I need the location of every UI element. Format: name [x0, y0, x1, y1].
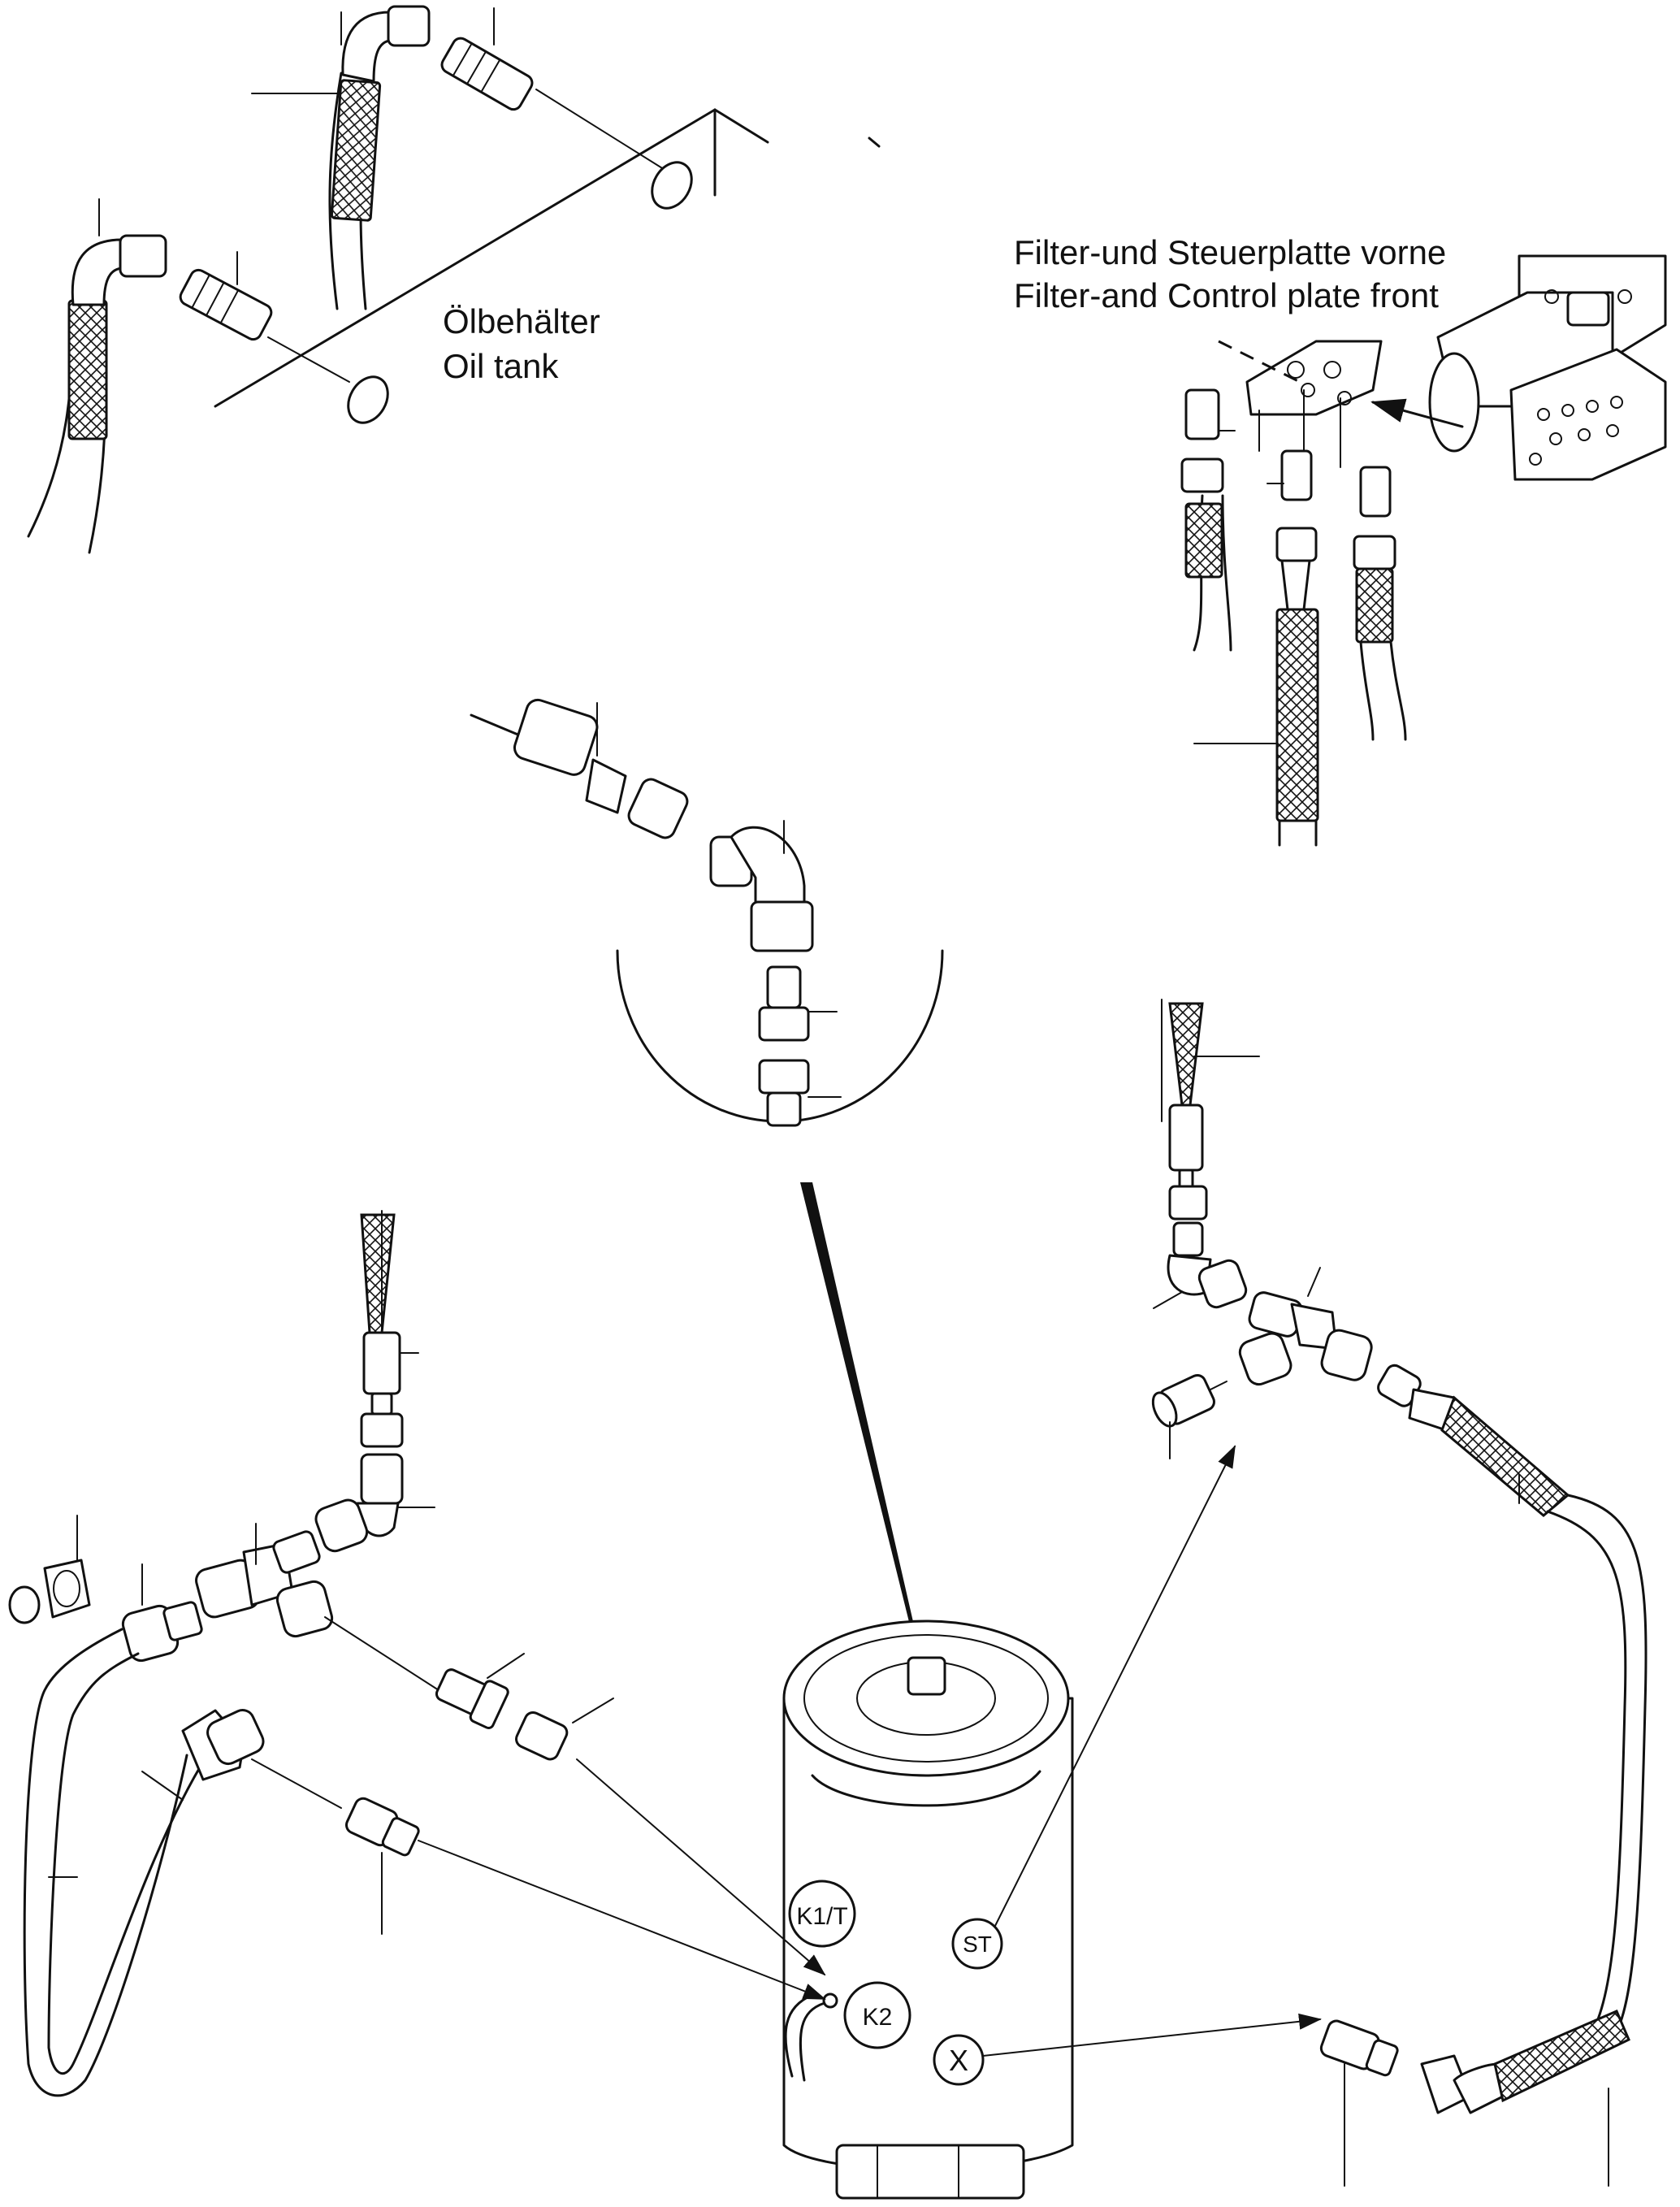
filter-housing [782, 1619, 1074, 2200]
port-k1t-label: K1/T [796, 1903, 847, 1930]
port-st-label: ST [963, 1932, 992, 1957]
port-x-circle [933, 2034, 985, 2086]
oil-tank-label-en: Oil tank [443, 347, 559, 385]
filter-plate-label-de: Filter-und Steuerplatte vorne [1014, 233, 1446, 271]
port-k2-circle [843, 1981, 911, 2049]
oil-tank-label-de: Ölbehälter [443, 302, 600, 340]
right-assembly [982, 999, 1648, 2187]
oil-tank-group [27, 5, 881, 554]
port-st-circle [951, 1918, 1003, 1970]
left-assembly [8, 1210, 826, 2097]
port-k1t-circle [788, 1880, 856, 1948]
port-x-label: X [949, 2044, 968, 2077]
center-detail [470, 698, 944, 1625]
port-k2-label: K2 [863, 2004, 893, 2031]
filter-control-plate [1180, 254, 1667, 847]
filter-plate-label-en: Filter-and Control plate front [1014, 276, 1439, 314]
